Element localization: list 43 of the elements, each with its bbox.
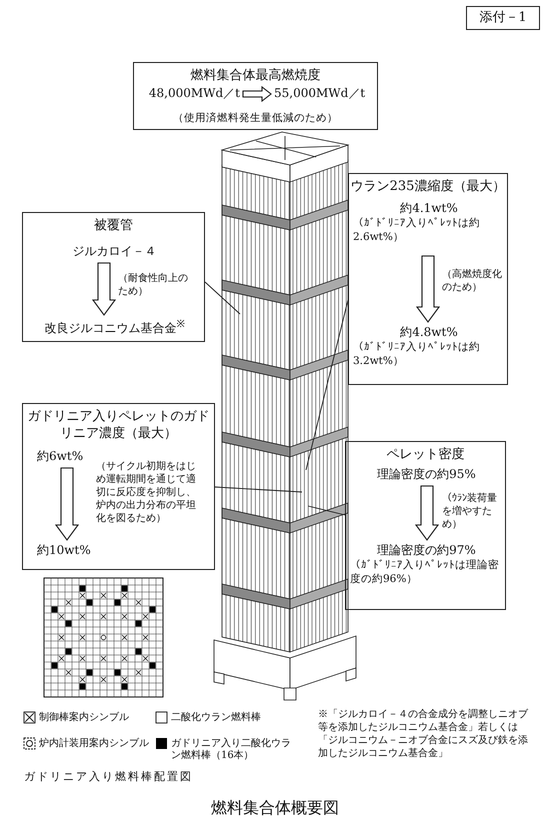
callout-box [348, 173, 508, 385]
footnote-text: ※「ジルカロイ－４の合金成分を調整しニオブ等を添加したジルコニウム基合金」若しくは「ジルコニウム－ニオブ合金にスズ及び鉄を添加したジルコニウム基合金」 [318, 708, 529, 760]
edge-label: （耐食性向上のため） [118, 272, 190, 298]
hollow-arrow [414, 485, 440, 541]
callout-box [133, 62, 378, 130]
note-text: （ｶﾞﾄﾞﾘﾆｱ入りﾍﾟﾚｯﾄは理論密度の約96%） [350, 558, 500, 586]
hollow-arrow [416, 255, 440, 323]
leader-line [214, 486, 302, 492]
callout-box [22, 212, 205, 342]
callout-box [345, 441, 506, 610]
value-text: ジルカロイ－４ [43, 243, 186, 261]
value-text: 約4.1wt% [399, 200, 459, 216]
box-heading: ガドリニア入りペレットのガドリニア濃度（最大） [26, 408, 210, 442]
grid-caption: ガドリニア入り燃料棒配置図 [24, 770, 194, 783]
legend-text: ガドリニア入り二酸化ウラン燃料棒（16本） [171, 738, 291, 762]
hollow-arrow [92, 262, 116, 316]
legend-text: 炉内計装用案内シンブル [39, 738, 150, 750]
value-text: 48,000MWd／t [138, 85, 240, 103]
legend-text: 制御棒案内シンブル [39, 712, 130, 724]
value-text: 理論密度の約95% [354, 466, 499, 484]
box-heading: ウラン235濃縮度（最大） [350, 178, 506, 195]
value-text: 約4.8wt% [399, 324, 459, 340]
value-text: 約10wt% [37, 542, 117, 560]
leader-line [306, 300, 348, 470]
callout-box [22, 403, 215, 570]
box-heading: 被覆管 [93, 217, 134, 234]
box-heading: ペレット密度 [386, 446, 466, 463]
value-text: 改良ジルコニウム基合金$^{※}$ [27, 317, 202, 337]
leader-line [204, 282, 240, 314]
edge-label: （サイクル初期をはじめ運転期間を通じて適切に反応度を抑制し、炉内の出力分布の平坦化を図るため） [96, 460, 196, 525]
box-note: （使用済燃料発生量低減のため） [172, 111, 339, 125]
hollow-arrow [242, 86, 272, 102]
hollow-arrow [54, 467, 80, 541]
legend-text: 二酸化ウラン燃料棒 [171, 712, 262, 724]
value-text: 55,000MWd／t [274, 85, 374, 103]
figure-caption: 燃料集合体概要図 [210, 798, 340, 818]
note-text: （ｶﾞﾄﾞﾘﾆｱ入りﾍﾟﾚｯﾄは約3.2wt%） [353, 340, 481, 368]
value-text: 理論密度の約97% [376, 542, 477, 558]
attachment-tag [466, 6, 540, 30]
box-heading: 添付－1 [478, 9, 528, 26]
box-heading: 燃料集合体最高燃焼度 [190, 67, 322, 84]
note-text: （ｶﾞﾄﾞﾘﾆｱ入りﾍﾟﾚｯﾄは約2.6wt%） [353, 216, 481, 244]
leader-line [308, 506, 346, 516]
